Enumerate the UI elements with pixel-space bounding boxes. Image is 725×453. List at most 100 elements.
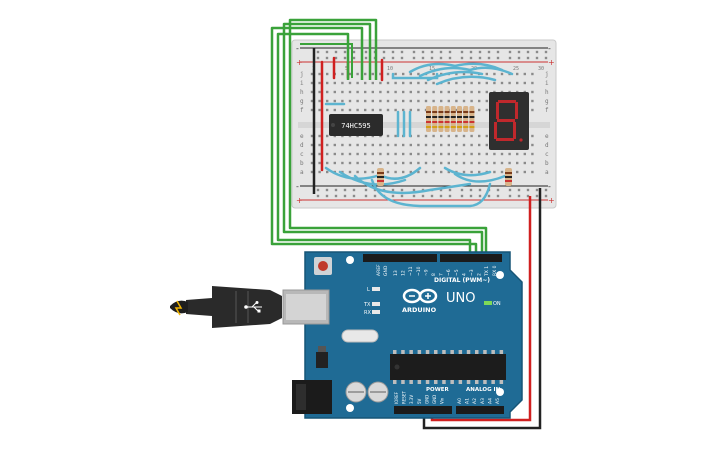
breadboard-hole (440, 90, 443, 94)
breadboard-hole (409, 170, 412, 174)
breadboard-hole (409, 161, 412, 165)
breadboard-hole (493, 72, 496, 76)
breadboard-hole (417, 161, 420, 165)
rail-hole (460, 50, 464, 54)
rail-hole (439, 56, 443, 60)
breadboard-hole (508, 81, 511, 85)
breadboard-hole (379, 81, 382, 85)
resistor (469, 106, 475, 132)
on-led (484, 301, 492, 305)
power-pin-label: Vin (440, 397, 445, 404)
arduino-brand: ARDUINO (402, 306, 437, 314)
breadboard-hole (417, 108, 420, 112)
segment (515, 102, 518, 119)
breadboard-hole (455, 152, 458, 156)
breadboard-hole (455, 72, 458, 76)
rail-hole (517, 188, 521, 192)
breadboard-hole (470, 170, 473, 174)
breadboard-hole (485, 152, 488, 156)
breadboard-hole (386, 161, 390, 165)
digital-pin-label: ~6 (446, 269, 452, 276)
l-led-label: L (367, 287, 370, 293)
breadboard-hole (516, 72, 519, 76)
power-pin-label: 5V (417, 398, 422, 404)
rail-hole (343, 188, 347, 192)
resistor-band (469, 111, 475, 113)
breadboard-hole (485, 143, 488, 147)
power-pin-label: RESET (402, 391, 407, 404)
rail-hole (400, 194, 404, 198)
breadboard-hole (310, 170, 314, 174)
resistor (444, 106, 450, 132)
breadboard-hole (356, 81, 359, 85)
display-digit (494, 100, 523, 142)
row-letter-f: f (300, 107, 304, 114)
breadboard-hole (371, 152, 374, 156)
breadboard-hole (394, 143, 397, 147)
digital-pin-label: ~11 (408, 266, 414, 276)
breadboard-hole (341, 152, 344, 156)
segment (513, 122, 516, 139)
breadboard-hole (394, 72, 397, 76)
rail-hole (439, 188, 443, 192)
blue-wire (353, 174, 472, 195)
breadboard-hole (523, 170, 526, 174)
blue-wire (426, 70, 484, 82)
rail-hole (343, 194, 347, 198)
usb-symbol-icon (244, 301, 262, 313)
breadboard-hole (462, 72, 466, 76)
breadboard-hole (417, 143, 420, 147)
rail-hole (391, 56, 395, 60)
resistor-band (463, 126, 469, 128)
breadboard-hole (379, 108, 382, 112)
resistor-band (457, 111, 462, 113)
rail-hole (373, 188, 377, 192)
resistor-band (505, 172, 512, 174)
power-pin-label: IOREF (394, 391, 399, 404)
resistor-band (438, 111, 444, 113)
rail-hole (460, 56, 464, 60)
breadboard-hole (364, 143, 367, 147)
chip-body (329, 114, 383, 136)
green-wire-3 (282, 22, 484, 258)
rail-hole (412, 188, 416, 192)
rail-hole (400, 50, 404, 54)
breadboard-hole (447, 90, 450, 94)
rail-hole (382, 50, 386, 54)
resistor-band (469, 121, 475, 123)
chip-pin (466, 380, 471, 384)
chip-pin (434, 380, 438, 384)
digital-pin-label: 7 (439, 273, 445, 276)
aref-label: AREF (376, 264, 382, 276)
breadboard-hole (417, 134, 420, 138)
digital-pin-label: 2 (477, 273, 483, 276)
resistor-band (450, 111, 456, 113)
center-channel (298, 122, 550, 128)
chip-pin (499, 380, 504, 384)
breadboard-hole (394, 99, 397, 103)
reset-button-cap[interactable] (318, 261, 328, 271)
breadboard-hole (356, 161, 359, 165)
breadboard-hole (440, 99, 443, 103)
rx-label: RX (364, 310, 371, 316)
usb-cable-sleeve (186, 298, 212, 316)
breadboard-hole (402, 81, 405, 85)
analog-label: ANALOG IN (466, 387, 501, 393)
breadboard-hole (417, 170, 420, 174)
breadboard-hole (462, 81, 466, 85)
breadboard-hole (371, 143, 374, 147)
resistor-band (463, 111, 469, 113)
resistor-band (426, 116, 431, 118)
breadboard-hole (485, 161, 488, 165)
breadboard-hole (310, 161, 314, 165)
breadboard-hole (500, 81, 504, 85)
resistor-band (457, 116, 462, 118)
analog-header (456, 406, 504, 414)
breadboard-hole (371, 108, 374, 112)
breadboard-hole (478, 81, 481, 85)
breadboard-hole (394, 170, 397, 174)
breadboard-hole (409, 152, 412, 156)
breadboard-hole (424, 152, 428, 156)
chip-pin (499, 350, 504, 354)
breadboard-hole (356, 108, 359, 112)
